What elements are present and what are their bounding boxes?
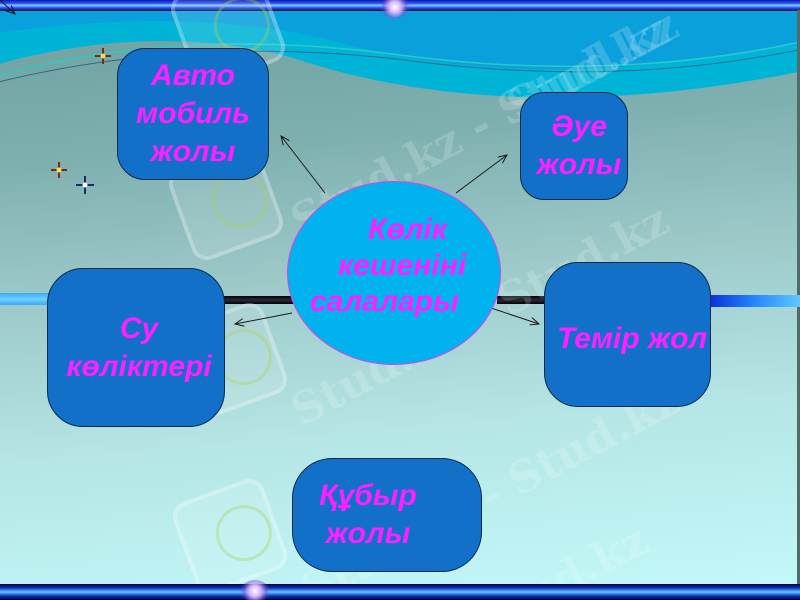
middle-bar-left: [0, 293, 60, 305]
middle-bar-dark-right: [497, 296, 547, 304]
center-circle: Көлік кешеніні салалары: [287, 181, 501, 365]
watermark-logo-icon: [168, 474, 292, 598]
light-flare-icon: [380, 0, 410, 18]
light-flare-icon: [240, 580, 270, 600]
sparkle-icon: [51, 162, 67, 178]
center-label: салалары: [310, 285, 459, 318]
node-label: жолы: [325, 517, 411, 550]
center-label: кешеніні: [338, 249, 467, 282]
bottom-border-bar: [0, 580, 800, 600]
center-label: Көлік: [368, 213, 447, 246]
node-label: жолы: [536, 148, 622, 181]
node-label: Құбыр: [319, 479, 417, 512]
sparkle-icon: [95, 48, 111, 64]
node-label: Темір жол: [557, 321, 708, 355]
node-automobile-road: Авто мобиль жолы: [117, 48, 269, 180]
node-water-transport: Су көліктері: [47, 268, 225, 427]
node-label: Әуе: [551, 110, 607, 143]
node-air-way: Әуе жолы: [520, 92, 628, 200]
node-railway: Темір жол: [544, 262, 711, 407]
middle-bar-right: [700, 295, 800, 307]
node-label: мобиль: [136, 97, 250, 130]
decorative-wave: [0, 0, 800, 98]
node-pipeline: Құбыр жолы: [292, 458, 482, 572]
node-label: жолы: [150, 135, 236, 168]
middle-bar-dark-left: [222, 296, 294, 304]
sparkle-icon: [76, 176, 94, 194]
top-border-bar: [0, 0, 800, 18]
node-label: көліктері: [66, 349, 212, 383]
node-label: Авто: [151, 59, 235, 92]
node-label: Су: [119, 311, 159, 345]
